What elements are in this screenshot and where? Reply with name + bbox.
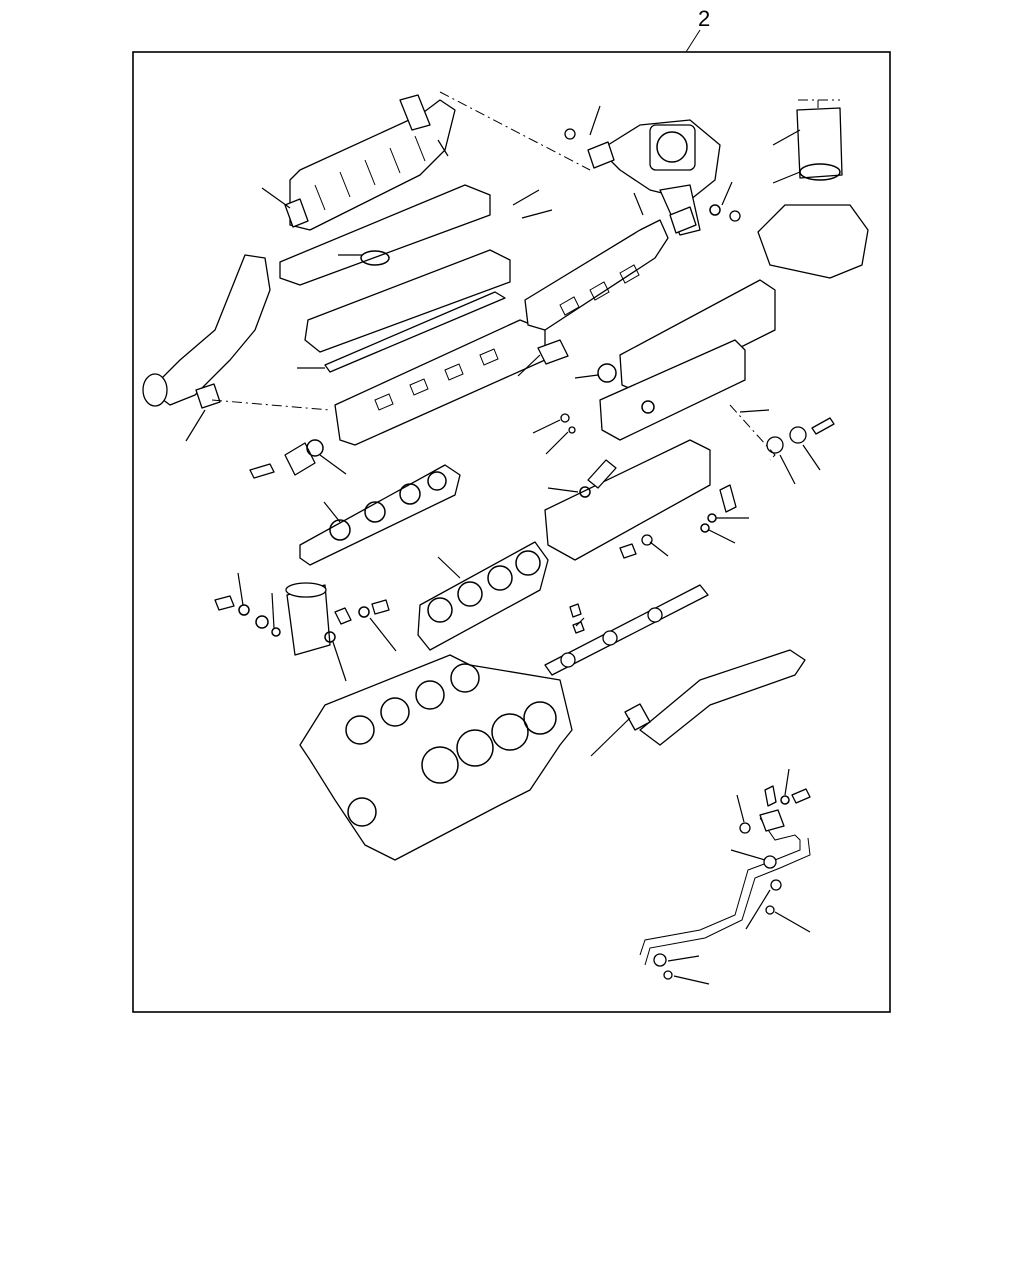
bolt — [568, 426, 576, 434]
nut — [564, 128, 576, 140]
asterisk-icon — [172, 88, 834, 995]
exhaust-manifold-left — [142, 254, 271, 409]
cylinder-head-left — [334, 319, 546, 446]
thermostat-housing-gasket — [249, 439, 324, 479]
rocker-cover-left — [304, 249, 511, 373]
callout-leader-line — [685, 29, 701, 53]
alignment-line — [439, 91, 591, 171]
o-ring — [597, 363, 617, 383]
air-intake-box — [757, 204, 869, 279]
callout-number: 2 — [698, 6, 710, 31]
turbo-flange-gasket — [587, 141, 615, 169]
rocker-cover-right — [619, 279, 776, 396]
cylinder-head-right — [544, 439, 711, 561]
intake-manifold-cover — [279, 184, 491, 286]
camshaft — [544, 584, 709, 676]
elbow-gasket — [669, 206, 697, 234]
nut — [729, 210, 741, 222]
coolant-pipe — [624, 649, 806, 746]
intake-manifold-gasket-left — [299, 464, 461, 566]
valve-cover-gasket-right — [599, 339, 746, 441]
bolt — [560, 413, 570, 423]
head-gasket — [417, 541, 549, 651]
intake-elbow-right — [796, 99, 843, 181]
alignment-line — [211, 399, 331, 411]
engine-block — [299, 654, 573, 861]
oil-pipe-assembly — [639, 785, 811, 980]
oil-line-fittings — [214, 595, 390, 637]
injector — [579, 459, 617, 498]
washer — [709, 204, 721, 216]
sensor-fittings — [619, 484, 737, 559]
intake-manifold — [284, 94, 456, 231]
exhaust-manifold-right — [524, 219, 669, 331]
bolt — [569, 603, 582, 618]
turbocharger-elbow — [599, 119, 721, 236]
exhaust-gasket — [537, 339, 569, 365]
cover-bolt-washer — [729, 404, 835, 461]
diagram-frame — [132, 51, 891, 1013]
oil-filter — [285, 582, 336, 656]
